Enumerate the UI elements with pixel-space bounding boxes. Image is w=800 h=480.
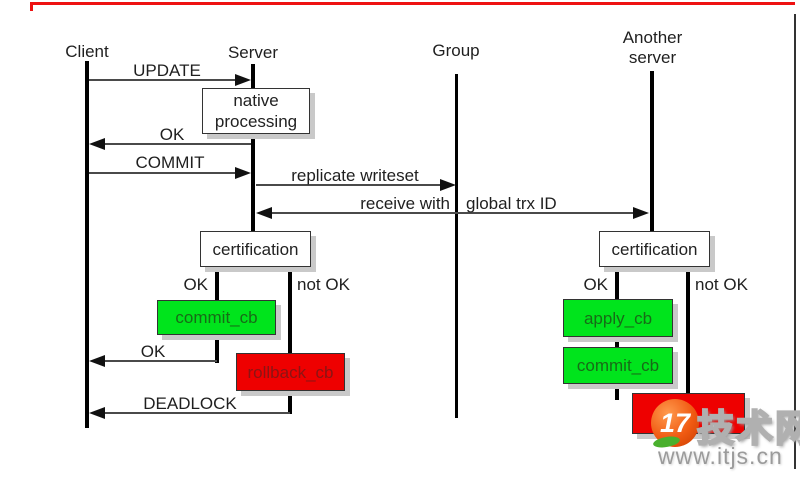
receive-with-label: receive with [360, 194, 450, 213]
branch-line-not-ok-right [686, 266, 690, 396]
lifeline-another-server [650, 71, 654, 232]
another-server-line2: server [628, 48, 677, 67]
deadlock-arrow-line [105, 412, 290, 414]
ok-first-arrow-line [105, 143, 251, 145]
lifeline-title-another-server: Another server [605, 28, 700, 68]
not-ok-left-branch-label: not OK [297, 275, 350, 294]
frame-right-line [794, 14, 796, 469]
frame-top-left-tick [30, 2, 33, 11]
lifeline-title-client: Client [65, 42, 109, 61]
commit-cb-box-right: commit_cb [563, 347, 673, 384]
ok-right-branch-label: OK [583, 275, 608, 294]
native-processing-line2: processing [214, 112, 298, 131]
lifeline-title-group: Group [432, 41, 480, 60]
lifeline-title-server: Server [227, 43, 279, 62]
ok-first-label: OK [159, 125, 185, 144]
rollback-cb-box-left: rollback_cb [236, 353, 345, 391]
watermark-logo-text: 17 [659, 407, 691, 438]
lifeline-group [455, 74, 458, 418]
replicate-writeset-label: replicate writeset [291, 166, 419, 185]
not-ok-right-branch-label: not OK [695, 275, 748, 294]
frame-top-red-line [30, 2, 795, 5]
commit-cb-box-left: commit_cb [157, 300, 276, 335]
native-processing-box: native processing [202, 88, 310, 134]
lifeline-server [251, 64, 255, 232]
apply-cb-box: apply_cb [563, 299, 673, 337]
watermark-site-name: 技术网 [696, 407, 800, 450]
commit-arrowhead-icon [235, 167, 251, 179]
update-label: UPDATE [133, 61, 201, 80]
deadlock-label: DEADLOCK [143, 394, 237, 413]
certification-box-right: certification [599, 231, 710, 267]
another-server-line1: Another [622, 28, 683, 47]
global-trx-id-label: global trx ID [466, 194, 557, 213]
ok-second-arrow-line [105, 360, 217, 362]
branch-line-not-ok-left [288, 266, 292, 414]
ok-first-arrowhead-icon [89, 138, 105, 150]
replicate-arrowhead-icon [440, 179, 456, 191]
receive-arrow-line [272, 212, 633, 214]
ok-second-arrowhead-icon [89, 355, 105, 367]
replicate-arrow-line [256, 184, 441, 186]
update-arrowhead-icon [235, 74, 251, 86]
ok-left-branch-label: OK [183, 275, 208, 294]
receive-arrowhead-right-icon [633, 207, 649, 219]
native-processing-line1: native [233, 91, 279, 110]
commit-label: COMMIT [135, 153, 205, 172]
deadlock-arrowhead-icon [89, 407, 105, 419]
ok-second-label: OK [140, 342, 166, 361]
receive-arrowhead-left-icon [256, 207, 272, 219]
certification-box-left: certification [200, 231, 311, 267]
commit-arrow-line [89, 172, 236, 174]
lifeline-client [85, 61, 89, 428]
watermark-url: www.itjs.cn [658, 443, 783, 469]
update-arrow-line [89, 79, 236, 81]
